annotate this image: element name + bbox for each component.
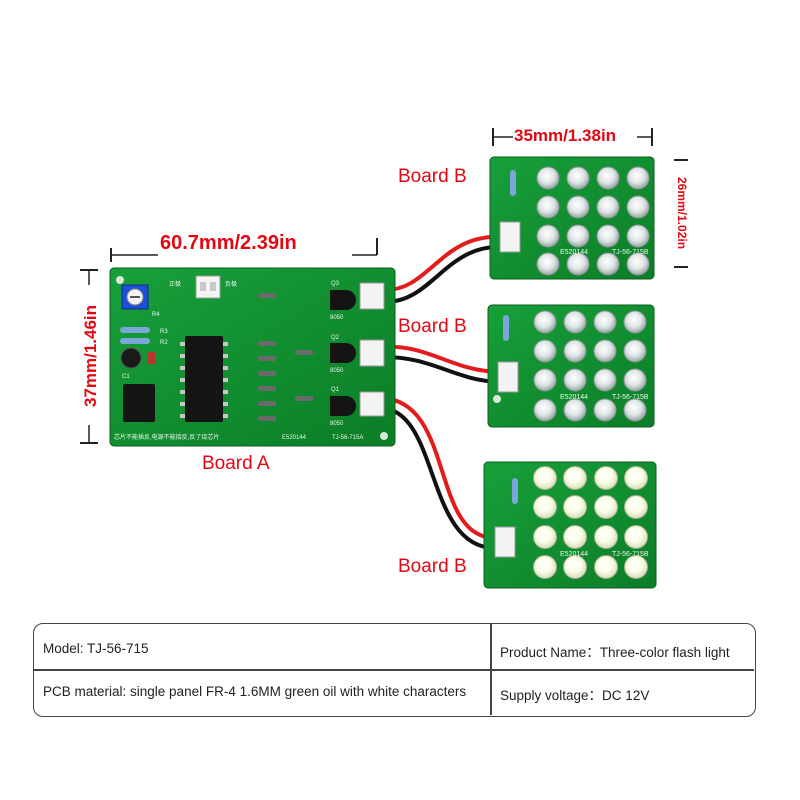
wires [379,234,505,550]
silk-model-b3: TJ-56-715B [612,551,649,558]
board-a: 正极 负极 R4 R3 R2 Q3 Q2 Q1 C1 8050 8050 805… [109,267,396,447]
silk-8050-a: 8050 [330,315,344,321]
transistors [330,290,356,416]
silk-q3: Q3 [331,281,340,287]
silk-neg: 负极 [225,280,237,288]
dim-board-b-width: 35mm/1.38in [514,126,617,145]
dimension-marks [80,128,688,444]
dim-board-b-height: 26mm/1.02in [675,177,689,249]
table-divider-horizontal [34,669,754,671]
spec-model: Model: TJ-56-715 [43,641,149,656]
spec-product-name: Product Name：Three-color flash light [500,645,730,660]
board-b-bottom: E520144 TJ-56-715B [483,461,657,589]
label-board-b-top: Board B [398,166,467,187]
silk-code-b2: E520144 [560,394,588,401]
silk-8050-c: 8050 [330,421,344,427]
silk-q2: Q2 [331,335,340,341]
ic-chip-small [123,384,155,422]
label-board-b-bottom: Board B [398,556,467,577]
silk-q1: Q1 [331,387,340,393]
capacitor [120,347,142,369]
silk-warning-note: 芯片不能插反,电源不能接反,反了烧芯片 [114,433,219,441]
power-connector [195,275,221,299]
silk-code-b1: E520144 [560,249,588,256]
label-board-a: Board A [202,453,270,474]
spec-pcb-material: PCB material: single panel FR-4 1.6MM gr… [43,684,467,699]
silk-code-b3: E520144 [560,551,588,558]
silk-r4: R4 [152,312,160,318]
silk-model-b2: TJ-56-715B [612,394,649,401]
board-b-top: E520144 TJ-56-715B [489,156,655,280]
spec-table: Model: TJ-56-715 Product Name：Three-colo… [33,623,756,717]
silk-code-a: E520144 [282,435,307,441]
silk-model-a: TJ-56-715A [332,435,363,441]
board-b-middle: E520144 TJ-56-715B [487,304,655,428]
silk-model-b1: TJ-56-715B [612,249,649,256]
label-board-b-middle: Board B [398,316,467,337]
spec-supply-voltage: Supply voltage：DC 12V [500,688,650,703]
product-illustration: 正极 负极 R4 R3 R2 Q3 Q2 Q1 C1 8050 8050 805… [80,128,689,589]
dim-board-a-height: 37mm/1.46in [81,305,100,407]
dim-board-a-width: 60.7mm/2.39in [160,232,297,254]
ic-chip-large [185,336,223,422]
silk-r3: R3 [160,329,168,335]
silk-c1: C1 [122,374,130,380]
silk-r2: R2 [160,340,168,346]
silk-pos: 正极 [169,280,181,288]
silk-8050-b: 8050 [330,368,344,374]
